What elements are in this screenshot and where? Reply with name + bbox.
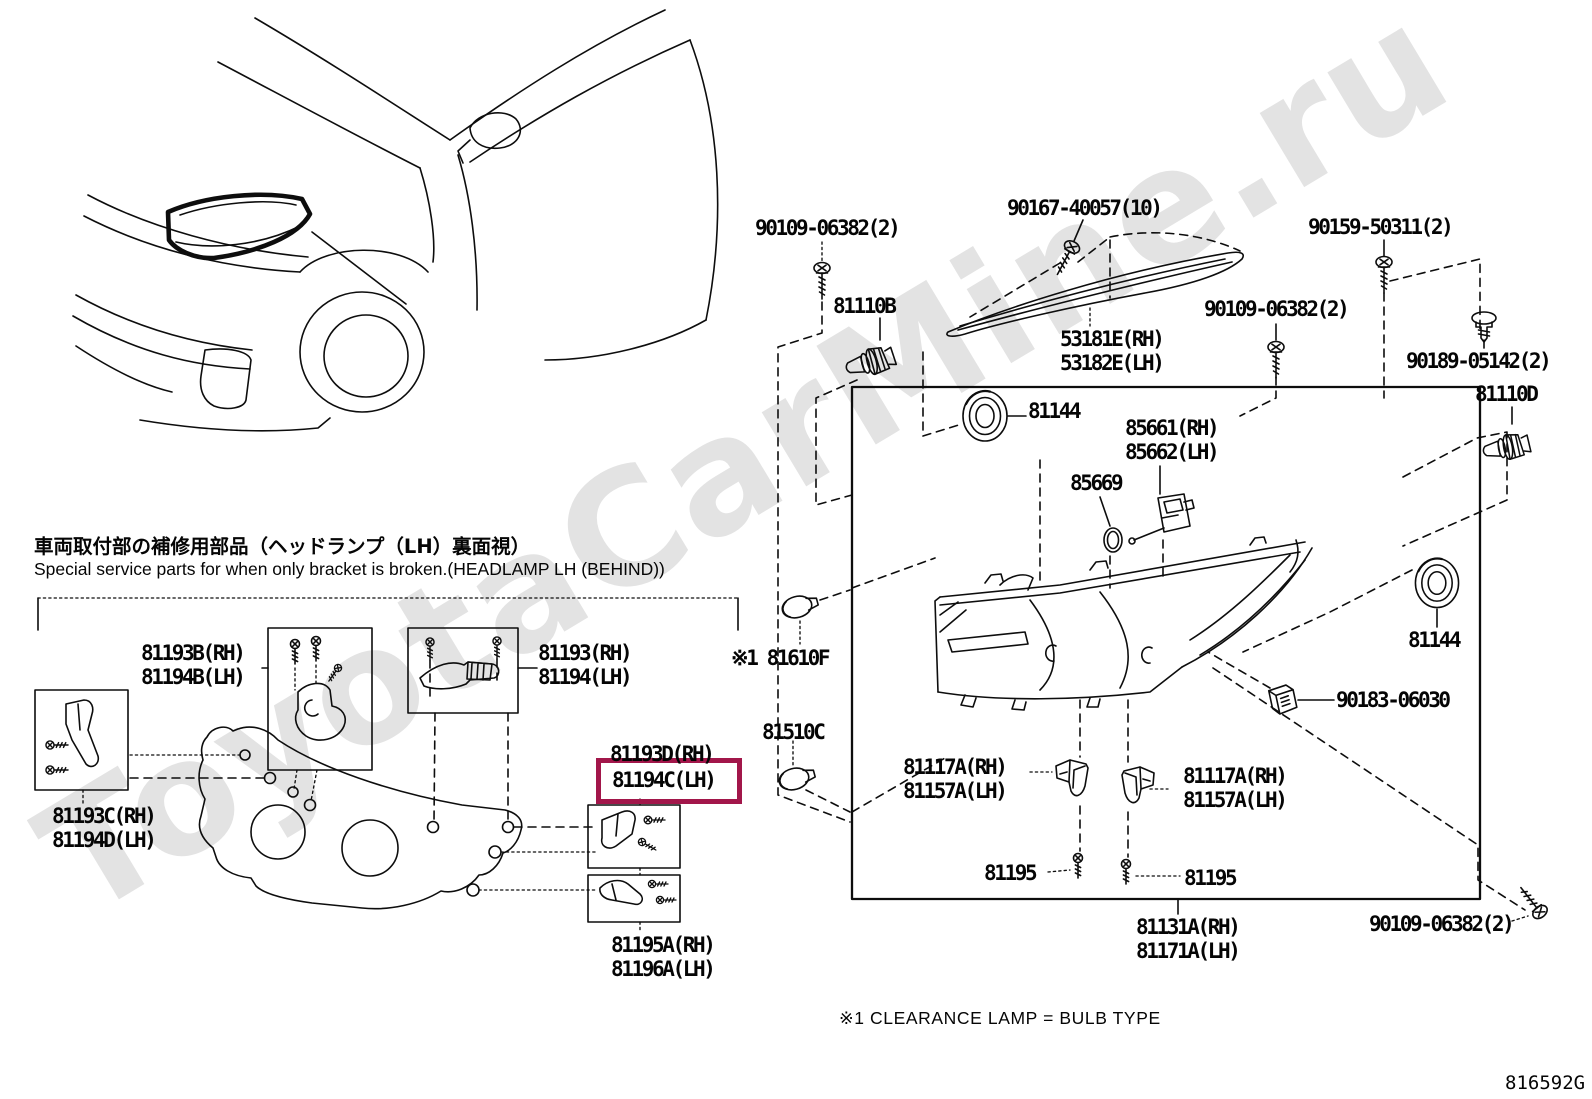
part-label-81110B[interactable]: 81110B [833,294,897,318]
main-parts-box [850,385,1482,901]
part-label-81144-left[interactable]: 81144 [1028,399,1082,423]
bracket-section [34,597,739,932]
part-label-81193-81194[interactable]: 81193(RH) 81194(LH) [538,641,633,689]
part-label-81195-right[interactable]: 81195 [1184,866,1238,890]
bracket-81117A-right-icon [1121,766,1155,804]
dashed-leader-lines [777,232,1526,911]
label-leader-lines [792,219,1529,922]
part-label-81193D[interactable]: 81193D(RH) [610,742,715,766]
screw-90109-mid-icon [1267,340,1285,379]
part-label-53181E-53182E[interactable]: 53181E(RH) 53182E(LH) [1060,327,1165,375]
part-label-81510C[interactable]: 81510C [762,720,826,744]
wedge-bulb-81610F-icon [778,590,821,622]
part-label-90109-06382-top-left[interactable]: 90109-06382(2) [755,216,901,240]
part-label-90189-05142[interactable]: 90189-05142(2) [1406,349,1552,373]
part-label-90159-50311[interactable]: 90159-50311(2) [1308,215,1454,239]
part-label-90167-40057[interactable]: 90167-40057(10) [1007,196,1163,220]
part-label-81117A-left[interactable]: 81117A(RH) 81157A(LH) [903,755,1008,803]
screw-81195-right-icon [1120,858,1132,885]
part-label-90109-06382-bottom[interactable]: 90109-06382(2) [1369,912,1515,936]
selected-part-highlight-box [596,758,742,804]
retainer-strip-53181E-drawing [946,251,1244,337]
fastener-points [239,749,515,897]
heading-japanese: 車両取付部の補修用部品（ヘッドランプ（LH）裏面視） [34,535,531,558]
part-label-90183-06030[interactable]: 90183-06030 [1336,688,1451,712]
clip-90183-icon [1267,684,1298,715]
part-label-81194C-selected[interactable]: 81194C(LH) [612,768,717,792]
part-label-85661-85662[interactable]: 85661(RH) 85662(LH) [1125,416,1220,464]
heading-english: Special service parts for when only brac… [34,559,665,579]
part-label-81110D[interactable]: 81110D [1475,382,1539,406]
leveling-motor-85661-icon [1128,493,1195,545]
footnote-clearance-lamp: ※1 CLEARANCE LAMP = BULB TYPE [839,1008,1161,1028]
grommet-81144-left-icon [961,389,1009,443]
screw-90159-icon [1375,255,1393,294]
part-label-81144-right[interactable]: 81144 [1408,628,1462,652]
part-label-90109-06382-mid[interactable]: 90109-06382(2) [1204,297,1350,321]
screw-90109-top-left-icon [813,261,831,300]
headlamp-assembly-drawing [934,536,1313,711]
screw-90167-icon [1049,237,1083,279]
screw-90109-bottom-right-icon [1513,881,1551,923]
part-label-81610F[interactable]: ※1 81610F [731,646,831,670]
clip-90189-icon [1471,311,1497,343]
screw-81195-left-icon [1072,852,1084,879]
part-label-81131A-81171A[interactable]: 81131A(RH) 81171A(LH) [1136,915,1241,963]
highlighted-headlamp [165,192,313,261]
diagram-code: 816592G [1505,1072,1586,1094]
wedge-bulb-81510C-icon [775,762,818,794]
part-label-81193C-81194D[interactable]: 81193C(RH) 81194D(LH) [52,804,157,852]
halogen-bulb-81110B-icon [842,342,899,382]
part-label-81117A-right[interactable]: 81117A(RH) 81157A(LH) [1183,764,1288,812]
car-front-sketch [72,9,719,432]
part-label-85669[interactable]: 85669 [1070,471,1124,495]
oring-85669-icon [1103,527,1123,553]
part-label-81195-left[interactable]: 81195 [984,861,1038,885]
grommet-81144-right-icon [1414,557,1460,609]
part-label-81195A-81196A[interactable]: 81195A(RH) 81196A(LH) [611,933,716,981]
bracket-81117A-left-icon [1055,759,1089,797]
part-label-81193B-81194B[interactable]: 81193B(RH) 81194B(LH) [141,641,246,689]
